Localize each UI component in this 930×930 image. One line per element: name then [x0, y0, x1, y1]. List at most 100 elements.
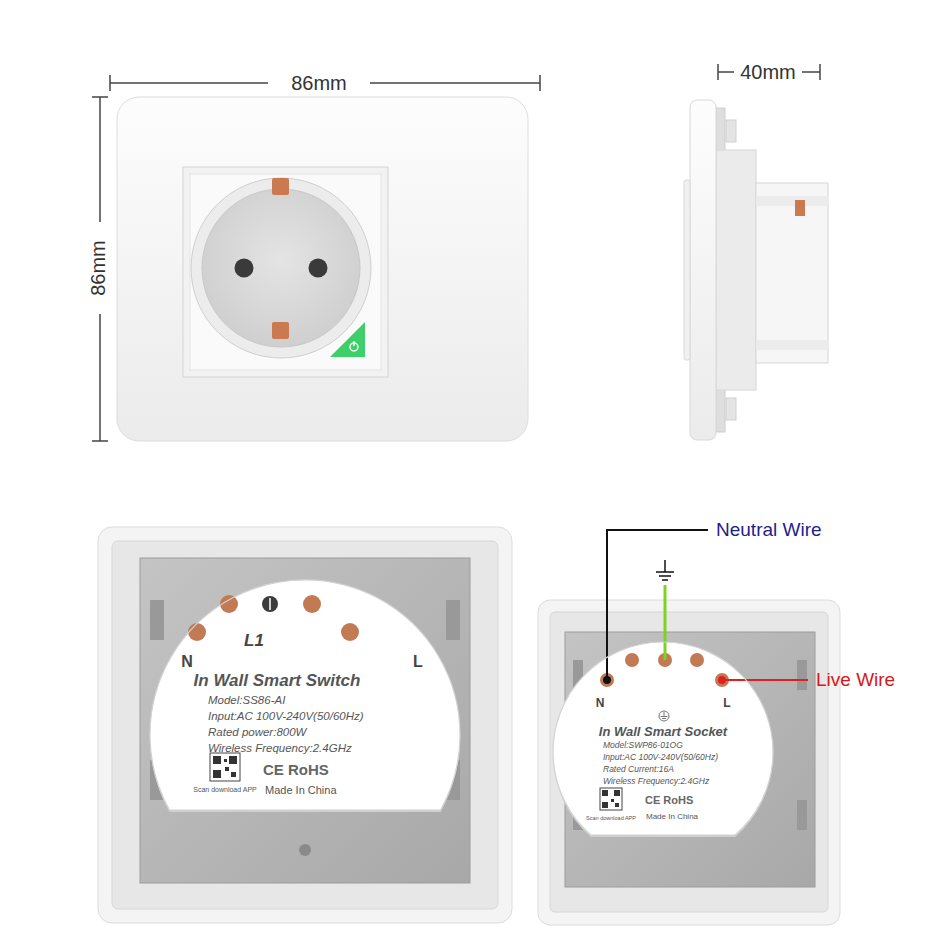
- leader-line: [664, 560, 666, 572]
- dimension-line: [99, 314, 101, 441]
- switch-back-view: [225, 767, 229, 771]
- dimension-line: [802, 71, 820, 73]
- side-view: [684, 180, 690, 360]
- module-text: L: [413, 653, 423, 671]
- dimension-line: [539, 75, 541, 91]
- module-text: Made In China: [265, 784, 337, 796]
- dimension-line: [92, 440, 108, 442]
- leader-line: [603, 676, 611, 684]
- switch-back-view: [269, 598, 271, 610]
- front-view: [330, 322, 365, 357]
- side-view: [716, 150, 756, 390]
- socket-back-view: [602, 790, 608, 796]
- front-view: [117, 97, 528, 441]
- socket-back-view: [797, 800, 807, 830]
- switch-back-view: [140, 558, 470, 883]
- front-view: [190, 174, 381, 370]
- leader-line: [603, 530, 808, 684]
- socket-back-view: [797, 660, 807, 690]
- side-view: [726, 120, 736, 142]
- module-text: Scan download APP: [193, 786, 256, 794]
- side-view: [756, 183, 828, 363]
- switch-back-view: [231, 772, 236, 777]
- side-view: [726, 398, 736, 420]
- front-view: [272, 178, 289, 195]
- front-view: [191, 178, 371, 358]
- switch-back-view: [341, 623, 359, 641]
- dimension-line: [92, 64, 820, 441]
- module-text: Input:AC 100V-240V(50/60Hz): [208, 710, 364, 723]
- switch-back-view: [303, 595, 321, 613]
- module-text: N: [596, 697, 605, 710]
- front-view: [235, 259, 254, 278]
- side-view: [756, 196, 828, 206]
- dimension-line: [110, 82, 268, 84]
- module-outline: [150, 580, 460, 810]
- module-text: Rated Current:16A: [603, 765, 674, 774]
- module-text: Model:SWP86-01OG: [603, 741, 683, 750]
- leader-line: [664, 585, 667, 660]
- dimension-label: 40mm: [740, 61, 796, 83]
- module-text: N: [181, 653, 193, 671]
- switch-back-view: [213, 770, 221, 778]
- side-view: [684, 100, 828, 440]
- switch-back-view: [98, 527, 512, 923]
- socket-back-view: [614, 790, 620, 796]
- switch-back-view: [188, 623, 206, 641]
- front-view: [202, 189, 360, 347]
- leader-line: [722, 679, 808, 681]
- switch-back-view: [210, 753, 240, 781]
- wire-label: Live Wire: [816, 670, 895, 691]
- module-body: L1N L In Wall Smart SwitchModel:SS86-AI Inp…: [150, 580, 460, 810]
- leader-line: [607, 530, 708, 680]
- switch-back-view: [98, 527, 512, 923]
- module-text: In Wall Smart Switch: [194, 672, 361, 691]
- dimension-label: 86mm: [291, 72, 347, 94]
- module-text: L1: [244, 632, 264, 651]
- socket-back-view: [600, 788, 622, 810]
- switch-back-view: [229, 756, 237, 764]
- socket-back-view: [538, 600, 840, 925]
- socket-back-view: [662, 718, 666, 719]
- leader-line: [659, 575, 671, 577]
- dimension-line: [99, 97, 101, 222]
- side-view: [690, 100, 716, 440]
- switch-back-view: [262, 596, 278, 612]
- dimension-line: [370, 82, 540, 84]
- socket-back-view: [690, 653, 704, 667]
- socket-back-view: [661, 716, 668, 717]
- front-view: [272, 322, 289, 339]
- socket-back-view: [615, 803, 619, 807]
- side-view: [756, 340, 828, 350]
- module-text: Wireless Frequency:2.4GHz: [208, 742, 352, 755]
- switch-back-view: [150, 580, 460, 810]
- switch-back-view: [112, 541, 498, 909]
- module-text: Rated power:800W: [208, 726, 306, 739]
- leader-line: [662, 579, 668, 581]
- dimension-line: [819, 64, 821, 80]
- module-text: CE RoHS: [645, 794, 693, 806]
- front-view: [309, 259, 328, 278]
- socket-back-view: [625, 653, 639, 667]
- switch-back-view: [150, 600, 164, 640]
- module-body: NLIn Wall Smart SocketModel:SWP86-01OGIn…: [553, 642, 773, 835]
- leader-line: [656, 571, 674, 573]
- socket-back-view: [553, 642, 773, 835]
- module-text: Input:AC 100V-240V(50/60Hz): [603, 753, 718, 762]
- wire-label: Neutral Wire: [716, 520, 822, 541]
- leader-line: [718, 676, 726, 684]
- module-text: Scan download APP: [586, 815, 636, 821]
- module-text: In Wall Smart Socket: [599, 725, 727, 739]
- module-outline: [553, 642, 773, 835]
- switch-back-view: [213, 756, 221, 764]
- front-view: [117, 97, 528, 441]
- module-text: Model:SS86-AI: [208, 694, 285, 707]
- side-view: [795, 200, 805, 216]
- socket-back-view: [538, 600, 840, 925]
- dimension-line: [718, 71, 734, 73]
- socket-back-view: [611, 799, 614, 802]
- module-text: CE RoHS: [263, 762, 329, 779]
